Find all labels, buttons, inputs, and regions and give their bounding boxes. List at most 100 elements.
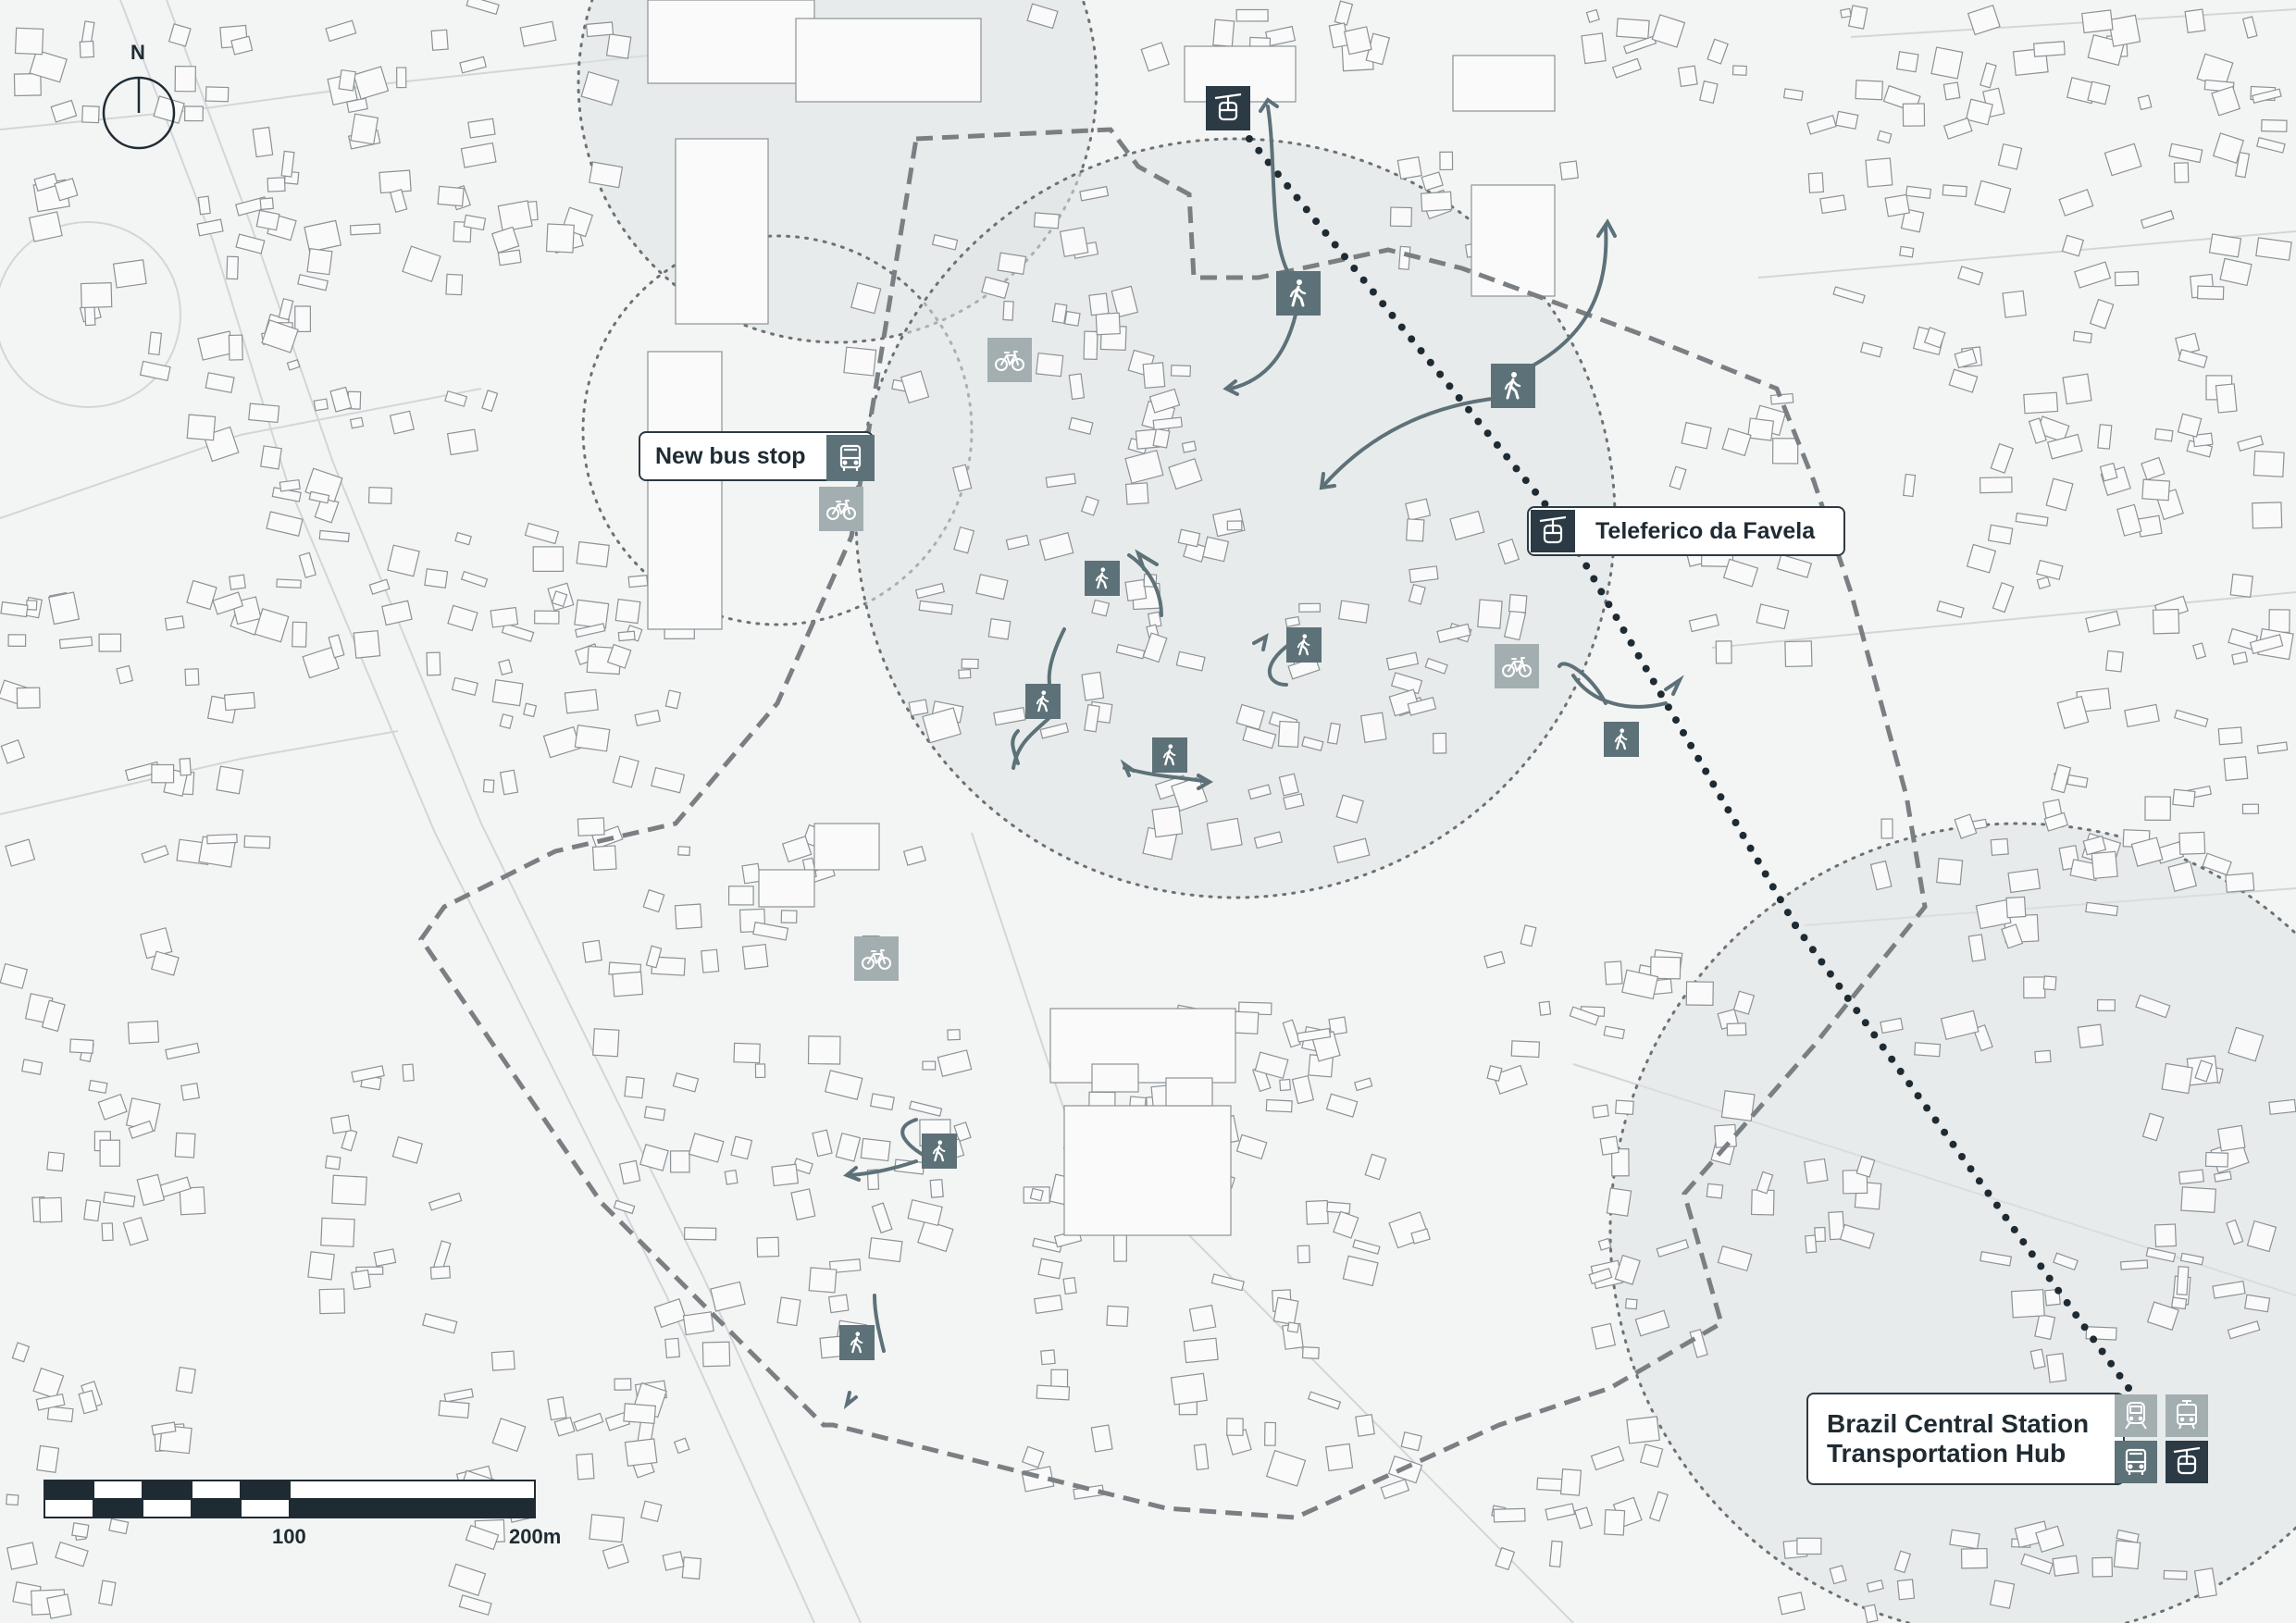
building (1639, 1443, 1664, 1468)
building (953, 526, 975, 554)
building (451, 676, 478, 697)
cable-line-dot (1312, 217, 1321, 226)
hub-label[interactable]: Brazil Central Station Transportation Hu… (1806, 1393, 2125, 1485)
building (482, 778, 495, 793)
building (1706, 38, 1729, 65)
building (1967, 5, 2001, 36)
building (465, 1524, 500, 1551)
building (961, 658, 979, 670)
building (2226, 1219, 2244, 1245)
building (675, 138, 769, 325)
building (591, 845, 617, 871)
building (402, 245, 441, 283)
cable-line-dot (1350, 265, 1359, 272)
building (1806, 114, 1837, 135)
building (1603, 1025, 1626, 1040)
building (0, 739, 26, 764)
cable-line-dot (1634, 651, 1643, 660)
building (1111, 285, 1139, 318)
building (2229, 573, 2253, 598)
building (1784, 640, 1813, 668)
cable-line-dot (1992, 1201, 2001, 1209)
building (1183, 1337, 1219, 1364)
building (701, 948, 720, 973)
building (1449, 510, 1485, 541)
building (2034, 1049, 2052, 1064)
building (69, 1038, 94, 1054)
building (576, 540, 610, 568)
building (1301, 1346, 1320, 1359)
building (2056, 695, 2090, 729)
building (1634, 1309, 1670, 1337)
building (1148, 388, 1181, 414)
building (1685, 981, 1714, 1007)
building (674, 903, 702, 930)
building (1648, 1491, 1669, 1522)
building (1083, 330, 1098, 360)
building (266, 511, 304, 537)
cable-line-dot (1731, 819, 1740, 826)
building (2058, 189, 2094, 217)
building (1495, 1546, 1516, 1571)
building (1385, 651, 1420, 671)
building (2261, 118, 2288, 132)
building (1545, 1503, 1576, 1521)
building (16, 687, 41, 709)
building (1960, 1547, 1988, 1569)
building (1997, 142, 2023, 170)
building (2052, 1555, 2079, 1577)
building (1614, 1254, 1641, 1285)
building (564, 688, 599, 714)
building (589, 1514, 625, 1543)
building (624, 1438, 658, 1467)
building (997, 252, 1027, 276)
building (58, 636, 93, 650)
building (1599, 1135, 1620, 1156)
building (1080, 495, 1100, 516)
building (1839, 1223, 1875, 1249)
scale-label-200m: 200m (509, 1525, 562, 1548)
building (1359, 712, 1387, 743)
building (868, 1237, 903, 1263)
building (1722, 558, 1759, 588)
building (1706, 1183, 1724, 1199)
cable-line-dot (1792, 922, 1799, 929)
building (2172, 788, 2196, 808)
cable-line-dot (1483, 429, 1492, 438)
cable-line-dot (1709, 780, 1718, 788)
building (206, 834, 238, 845)
building (724, 1169, 738, 1185)
building (1282, 1019, 1301, 1048)
building (276, 578, 302, 588)
cable-line-dot (1702, 767, 1710, 775)
building (2104, 142, 2142, 177)
building (501, 622, 535, 643)
building (1051, 303, 1068, 324)
building (368, 578, 391, 595)
cable-line-dot (1521, 477, 1530, 485)
building (1651, 14, 1686, 48)
tram-icon (2166, 1394, 2208, 1437)
building (1606, 1187, 1632, 1217)
cable-line-dot (1359, 276, 1368, 284)
building (902, 846, 927, 866)
building (2192, 642, 2207, 660)
teleferico-label[interactable]: Teleferico da Favela (1527, 506, 1845, 556)
building (1796, 1537, 1822, 1555)
bicycle-icon (819, 487, 863, 531)
cable-line-dot (1931, 1116, 1940, 1124)
cable-line-dot (1465, 405, 1472, 414)
building (1902, 103, 1926, 127)
pedestrian-icon (1276, 271, 1321, 316)
building (2091, 1556, 2114, 1578)
building (780, 910, 798, 924)
building (1226, 1418, 1244, 1436)
building (306, 248, 333, 276)
building (683, 1227, 717, 1241)
building (2010, 1289, 2045, 1319)
building (2120, 1259, 2149, 1270)
building (1039, 722, 1070, 739)
building (46, 1406, 74, 1423)
building (2034, 1313, 2056, 1341)
building (1343, 26, 1372, 56)
